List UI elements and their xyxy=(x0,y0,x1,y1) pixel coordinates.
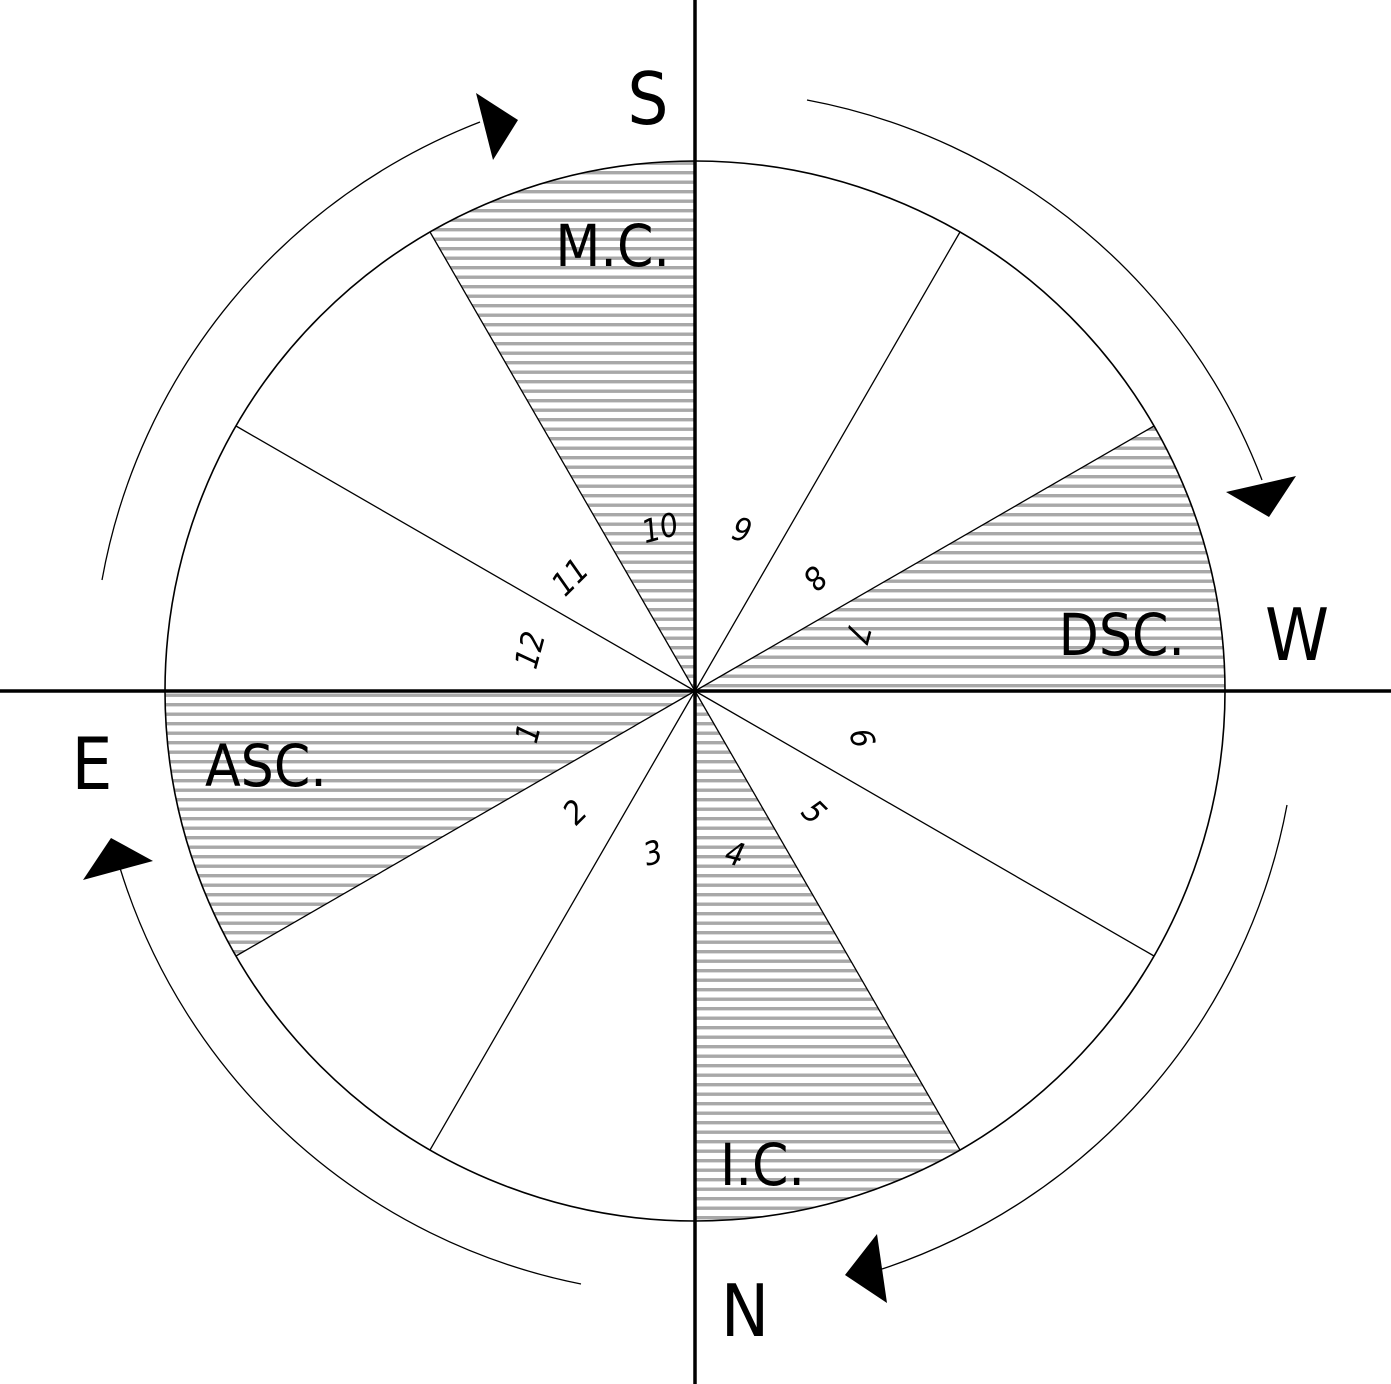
sector-house-4 xyxy=(695,691,960,1221)
sector-house-7 xyxy=(695,426,1225,691)
compass-west: W xyxy=(1265,593,1329,677)
cusp-line-2 xyxy=(235,690,696,957)
cusp-line-3 xyxy=(429,690,696,1151)
compass-south: S xyxy=(627,57,668,141)
house-number-9: 9 xyxy=(728,509,756,550)
house-number-8: 8 xyxy=(795,558,835,598)
arrowhead-upper-left-icon xyxy=(476,93,518,160)
arc-lower-right xyxy=(881,804,1288,1270)
arc-upper-right xyxy=(806,99,1263,481)
cusp-line-9 xyxy=(694,231,961,692)
house-number-2: 2 xyxy=(555,792,595,832)
house-number-5: 5 xyxy=(794,792,834,832)
sector-house-1 xyxy=(165,691,695,956)
sector-house-10 xyxy=(430,161,695,691)
label-ic: I.C. xyxy=(720,1131,805,1199)
compass-labels: S W E N xyxy=(72,57,1329,1353)
label-mc: M.C. xyxy=(555,212,670,280)
arrowhead-upper-right-icon xyxy=(1226,476,1296,517)
cusp-line-12 xyxy=(235,425,696,692)
house-sectors xyxy=(165,161,1225,1221)
label-asc: ASC. xyxy=(205,732,327,800)
house-cusps xyxy=(235,231,1155,1151)
compass-east: E xyxy=(72,722,113,806)
cusp-line-8 xyxy=(694,425,1155,692)
arrowhead-lower-left-icon xyxy=(83,838,153,880)
cusp-line-5 xyxy=(694,690,961,1151)
direction-arrows xyxy=(83,93,1296,1303)
house-number-11: 11 xyxy=(544,551,597,604)
label-dsc: DSC. xyxy=(1059,601,1185,669)
arc-lower-left xyxy=(119,867,582,1285)
compass-north: N xyxy=(721,1269,769,1353)
arc-upper-left xyxy=(101,121,481,581)
house-number-6: 6 xyxy=(841,724,882,752)
arrowhead-lower-right-icon xyxy=(845,1234,887,1303)
house-number-12: 12 xyxy=(507,627,553,672)
cusp-line-11 xyxy=(429,231,696,692)
cusp-line-6 xyxy=(694,690,1155,957)
house-number-3: 3 xyxy=(639,832,667,873)
angle-labels: M.C. DSC. ASC. I.C. xyxy=(205,212,1185,1199)
